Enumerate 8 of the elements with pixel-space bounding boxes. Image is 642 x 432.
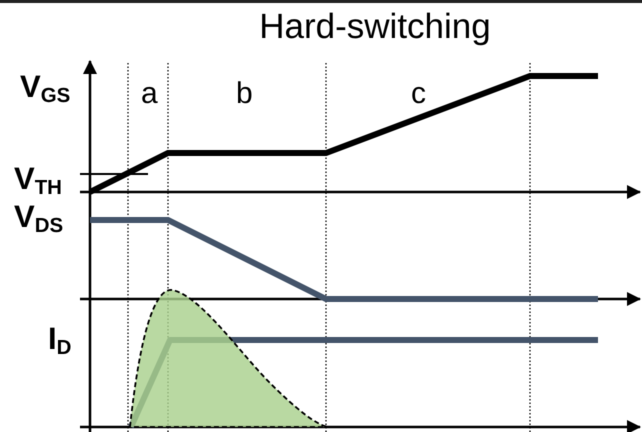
signal-label: V$_{TH}$ [14, 163, 62, 194]
interval-label: c [411, 79, 426, 109]
interval-label: a [141, 79, 158, 109]
signal-label: I$_{D}$ [48, 323, 72, 354]
interval-label: b [236, 79, 253, 109]
diagram-title: Hard-switching [258, 7, 492, 47]
signal-label: V$_{DS}$ [14, 201, 64, 232]
signal-label: V$_{GS}$ [20, 71, 70, 102]
